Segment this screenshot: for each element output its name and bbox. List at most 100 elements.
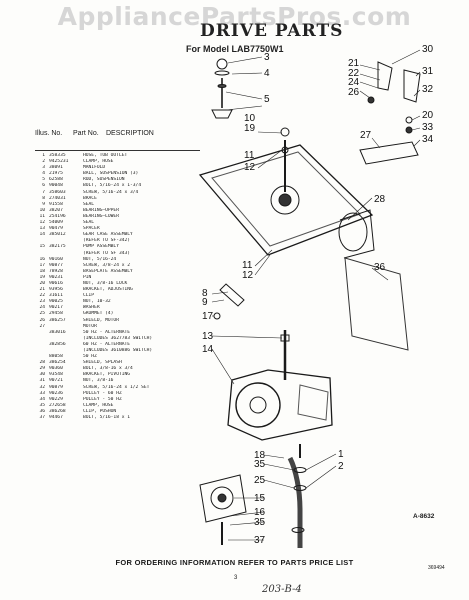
part-number: 382856: [49, 341, 66, 347]
callout-1: 1: [338, 449, 344, 460]
callout-37: 37: [254, 535, 266, 546]
callout-4: 4: [264, 68, 270, 79]
illus-number: 14: [39, 232, 45, 238]
illus-number: 26: [39, 317, 45, 323]
suspension-ball-part: [216, 58, 228, 70]
part-description: BRACKET, PIVOTING: [83, 372, 131, 378]
illus-number: 30: [39, 372, 45, 378]
part-description: SHIELD, SPLASH: [83, 360, 122, 366]
illus-number: 4: [42, 171, 45, 177]
illus-number: 28: [39, 360, 45, 366]
baseplate-part: [198, 144, 374, 256]
part-description: CLAMP, HOSE: [83, 159, 114, 165]
illus-number: 31: [39, 378, 45, 384]
callout-21: 21: [348, 58, 360, 69]
callout-11: 11: [244, 150, 255, 161]
part-number: 254196: [49, 213, 66, 219]
part-description: CLIP: [83, 293, 95, 299]
part-number: 386257: [49, 317, 66, 323]
illus-number: 20: [39, 280, 45, 286]
part-description: SEAL: [83, 220, 95, 226]
part-number: 90877: [49, 262, 63, 268]
part-number: 90160: [49, 256, 63, 262]
callout-3: 3: [264, 52, 270, 63]
part-description: NUT, 5/16-24: [83, 256, 117, 262]
part-description: BEARING—LOWER: [83, 213, 119, 219]
illus-number: 7: [42, 189, 45, 195]
part-number: 272658: [49, 402, 66, 408]
part-number: 90879: [49, 384, 63, 390]
illus-number: 5: [42, 177, 45, 183]
illus-number: 16: [39, 256, 45, 262]
part-number: 90048: [49, 183, 63, 189]
part-number: 94467: [49, 415, 63, 421]
part-number: 358335: [49, 153, 66, 158]
page-title: DRIVE PARTS: [200, 21, 344, 41]
illus-number: 21: [39, 287, 45, 293]
splash-shield-part: [344, 257, 409, 351]
part-description: PULLEY - 50 HZ: [83, 396, 122, 402]
part-description: BOLT, 3/8-16 x 3/4: [83, 366, 133, 372]
part-description: BASEPLATE ASSEMBLY: [83, 268, 133, 274]
callout-30: 30: [422, 44, 434, 55]
model-line: For Model LAB7750W1: [186, 44, 284, 54]
parts-list-row: 2 9425231 CLAMP, HOSE: [35, 159, 205, 165]
adjusting-bracket-part: [377, 61, 393, 91]
part-description: ROD, SUSPENSION: [83, 177, 125, 183]
illus-number: 8: [42, 195, 45, 201]
illus-number: 2: [42, 159, 45, 165]
callout-17: 17: [202, 311, 214, 322]
part-description: SEAL: [83, 201, 95, 207]
callout-36: 36: [374, 262, 386, 273]
part-description: SCREW, 5/16-24 x 1/2 SET: [83, 384, 150, 390]
illus-number: 34: [39, 396, 45, 402]
part-description: GROMMET (4): [83, 311, 114, 317]
part-number: 386254: [49, 360, 66, 366]
header-description: DESCRIPTION: [106, 130, 154, 137]
callout-35b: 35: [254, 517, 266, 528]
part-number: 31611: [49, 293, 63, 299]
suspension-socket-part: [214, 70, 230, 76]
callout-13: 13: [202, 331, 214, 342]
illus-number: 19: [39, 274, 45, 280]
part-number: 358603: [49, 189, 66, 195]
part-number: 29458: [49, 311, 63, 317]
illus-number: 35: [39, 402, 45, 408]
callout-numbers: 3 4 5 10 19 11 12 30 21 22 31 24 26 32 2…: [202, 44, 434, 546]
callout-12: 12: [244, 162, 256, 173]
illus-number: 18: [39, 268, 45, 274]
motor-mount-plate-part: [359, 141, 419, 165]
illus-number: 37: [39, 415, 45, 421]
illus-number: 22: [39, 293, 45, 299]
part-description: CLIP, PUSHON: [83, 408, 117, 414]
part-number: 382175: [49, 244, 66, 250]
callout-22: 22: [348, 68, 360, 79]
callout-35: 35: [254, 459, 266, 470]
part-number: 90721: [49, 378, 63, 384]
part-number: 9425231: [49, 159, 69, 165]
pulley-part: [235, 382, 281, 428]
tub-outlet-hose-part: [287, 456, 303, 548]
document-number: 369494: [428, 565, 445, 571]
callout-2: 2: [338, 461, 344, 472]
motor-part: [338, 212, 368, 252]
part-description: BALL, SUSPENSION (3): [83, 171, 139, 177]
part-number: 91558: [49, 201, 63, 207]
part-description: (REFER TO SF-342): [83, 238, 131, 244]
